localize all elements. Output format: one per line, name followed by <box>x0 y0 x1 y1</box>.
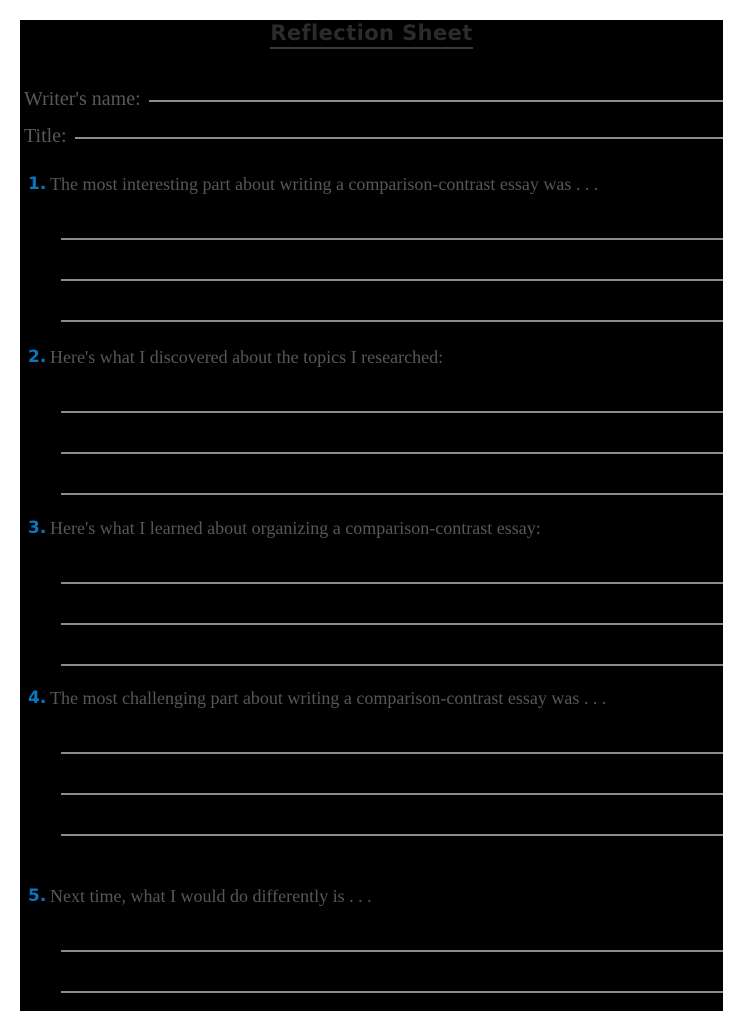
prompt-1-head: 1. The most interesting part about writi… <box>20 172 723 196</box>
prompt-5-number: 5. <box>28 886 47 906</box>
prompt-5-text: Next time, what I would do differently i… <box>50 886 372 906</box>
answer-line[interactable] <box>61 452 723 454</box>
prompt-4-number: 4. <box>28 688 47 708</box>
prompt-2-answer-lines[interactable] <box>61 369 723 495</box>
prompt-item-3: 3. Here's what I learned about organizin… <box>20 516 723 666</box>
prompt-5-head: 5. Next time, what I would do differentl… <box>20 884 723 908</box>
answer-line[interactable] <box>61 834 723 836</box>
prompt-item-2: 2. Here's what I discovered about the to… <box>20 345 723 495</box>
prompt-1-text: The most interesting part about writing … <box>50 174 599 194</box>
prompt-1-number: 1. <box>28 174 47 194</box>
prompt-3-answer-lines[interactable] <box>61 540 723 666</box>
answer-line[interactable] <box>61 582 723 584</box>
prompt-4-head: 4. The most challenging part about writi… <box>20 686 723 710</box>
prompt-2-text: Here's what I discovered about the topic… <box>50 347 444 367</box>
answer-line[interactable] <box>61 991 723 993</box>
answer-line[interactable] <box>61 279 723 281</box>
answer-line[interactable] <box>61 950 723 952</box>
prompt-item-4: 4. The most challenging part about writi… <box>20 686 723 836</box>
writer-name-label: Writer's name: <box>24 88 141 110</box>
title-label: Title: <box>24 125 67 147</box>
prompt-3-text: Here's what I learned about organizing a… <box>50 518 541 538</box>
answer-line[interactable] <box>61 752 723 754</box>
prompt-2-head: 2. Here's what I discovered about the to… <box>20 345 723 369</box>
writer-name-input-rule[interactable] <box>148 100 723 102</box>
prompt-1-answer-lines[interactable] <box>61 196 723 322</box>
answer-line[interactable] <box>61 493 723 495</box>
answer-line[interactable] <box>61 238 723 240</box>
page-title: Reflection Sheet <box>20 20 723 49</box>
title-field-row: Title: <box>24 125 723 151</box>
answer-line[interactable] <box>61 793 723 795</box>
prompt-4-text: The most challenging part about writing … <box>50 688 607 708</box>
prompt-3-head: 3. Here's what I learned about organizin… <box>20 516 723 540</box>
title-input-rule[interactable] <box>74 137 723 139</box>
prompt-4-answer-lines[interactable] <box>61 710 723 836</box>
prompt-2-number: 2. <box>28 347 47 367</box>
prompt-item-5: 5. Next time, what I would do differentl… <box>20 884 723 993</box>
answer-line[interactable] <box>61 623 723 625</box>
page-title-text: Reflection Sheet <box>270 21 473 49</box>
worksheet-page: Reflection Sheet Writer's name: Title: 1… <box>20 20 723 1011</box>
prompt-item-1: 1. The most interesting part about writi… <box>20 172 723 322</box>
writer-name-field-row: Writer's name: <box>24 88 723 114</box>
answer-line[interactable] <box>61 664 723 666</box>
answer-line[interactable] <box>61 320 723 322</box>
prompt-3-number: 3. <box>28 518 47 538</box>
answer-line[interactable] <box>61 411 723 413</box>
prompt-5-answer-lines[interactable] <box>61 908 723 1011</box>
